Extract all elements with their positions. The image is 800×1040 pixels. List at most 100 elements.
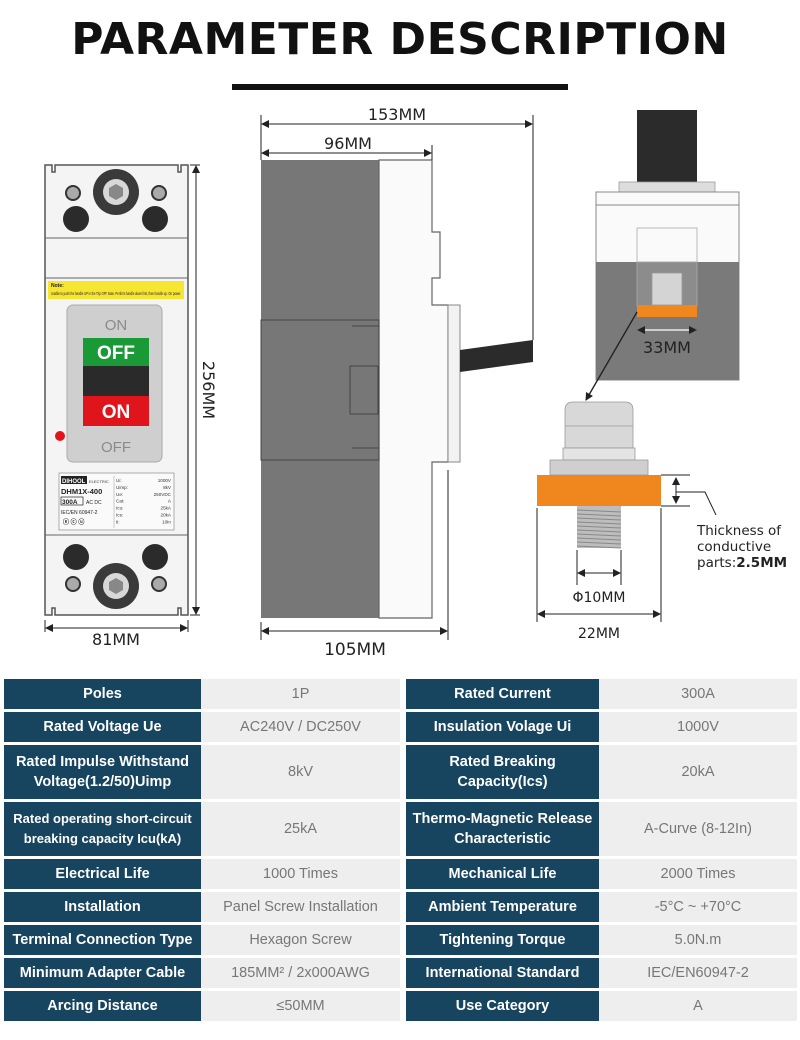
nameplate-value: 20kA (161, 513, 172, 518)
spec-value: -5°C ~ +70°C (599, 892, 797, 922)
thickness-note-line2: conductive (697, 539, 771, 555)
spec-value: 1P (201, 679, 400, 709)
spec-label: Rated Voltage Ue (4, 712, 201, 742)
spec-label: Arcing Distance (4, 991, 201, 1021)
spec-label: Thermo-Magnetic Release Characteristic (406, 802, 599, 856)
rating-text: 300A (62, 499, 78, 506)
width-81-label: 81MM (92, 630, 140, 649)
brand-name: DIHOOL (62, 479, 86, 485)
spec-value: 185MM² / 2x000AWG (201, 958, 400, 988)
spec-label: Minimum Adapter Cable (4, 958, 201, 988)
spec-gap (400, 859, 406, 889)
spec-gap (400, 712, 406, 742)
width-22-label: 22MM (578, 626, 620, 642)
depth-96-label: 96MM (324, 134, 372, 153)
spec-label: Use Category (406, 991, 599, 1021)
nameplate-label: Ics: (116, 513, 123, 518)
thread-line (576, 517, 622, 521)
spec-label: Mechanical Life (406, 859, 599, 889)
spec-label: Electrical Life (4, 859, 201, 889)
spec-value: 300A (599, 679, 797, 709)
nameplate-labels: Ui:Uimp:Ue:Cat:Icu:Ics:Ii: (116, 478, 128, 524)
nameplate-value: 25kA (161, 506, 172, 511)
spec-label: Poles (4, 679, 201, 709)
spec-value: A-Curve (8-12In) (599, 802, 797, 856)
trip-indicator-icon (55, 431, 65, 441)
thread-line (576, 533, 622, 537)
spec-value: 1000 Times (201, 859, 400, 889)
spec-row: Rated operating short-circuit breaking c… (4, 802, 797, 856)
spec-label: Insulation Volage Ui (406, 712, 599, 742)
acdc-text: AC DC (86, 500, 102, 506)
spec-label: Rated operating short-circuit breaking c… (4, 802, 201, 856)
spec-gap (400, 802, 406, 856)
height-256-label: 256MM (199, 361, 218, 419)
nameplate-value: 10In (162, 519, 171, 524)
spec-label: International Standard (406, 958, 599, 988)
spec-label: Rated Breaking Capacity(Ics) (406, 745, 599, 799)
thread-line (576, 541, 622, 545)
thread-line (576, 525, 622, 529)
title-underline (232, 84, 568, 90)
nameplate-label: Icu: (116, 506, 123, 511)
spec-value: IEC/EN60947-2 (599, 958, 797, 988)
thread-line (576, 529, 622, 533)
nameplate-value: 1000V (158, 478, 172, 483)
spec-label: Ambient Temperature (406, 892, 599, 922)
note-text: Unable to push the handle UP in the Trip… (51, 291, 181, 296)
spec-gap (400, 679, 406, 709)
breaker-side-view (260, 159, 533, 619)
note-label: Note: (51, 283, 64, 289)
thickness-note-line1: Thickness of (696, 523, 782, 539)
thread-line (576, 537, 622, 541)
brand-sub: ELECTRIC (89, 479, 109, 484)
diameter-10-label: Φ10MM (573, 590, 626, 606)
spec-value: 25kA (201, 802, 400, 856)
spec-value: 8kV (201, 745, 400, 799)
spec-value: A (599, 991, 797, 1021)
hex-screw-icon (93, 563, 139, 609)
spec-value: Panel Screw Installation (201, 892, 400, 922)
spec-gap (400, 958, 406, 988)
hex-screw-icon (93, 169, 139, 215)
spec-label: Rated Impulse Withstand Voltage(1.2/50)U… (4, 745, 201, 799)
dimension-drawing: Note: Unable to push the handle UP in th… (44, 105, 787, 660)
spec-value: 2000 Times (599, 859, 797, 889)
spec-label: Rated Current (406, 679, 599, 709)
spec-label: Tightening Torque (406, 925, 599, 955)
handle-on-red: ON (102, 402, 131, 423)
spec-gap (400, 745, 406, 799)
depth-153-label: 153MM (368, 105, 426, 124)
spec-gap (400, 925, 406, 955)
spec-value: 5.0N.m (599, 925, 797, 955)
spec-gap (400, 991, 406, 1021)
nameplate-label: Cat: (116, 499, 124, 504)
model-text: DHM1X-400 (61, 487, 102, 496)
thread-line (576, 545, 622, 549)
spec-label: Terminal Connection Type (4, 925, 201, 955)
spec-value: ≤50MM (201, 991, 400, 1021)
svg-text:ⓔ ⓒ ⓤ: ⓔ ⓒ ⓤ (63, 518, 84, 526)
terminal-detail: 33MM (595, 110, 740, 381)
breaker-front-view: Note: Unable to push the handle UP in th… (44, 164, 189, 616)
handle-off-bottom: OFF (101, 439, 131, 456)
nameplate-label: Ue: (116, 492, 123, 497)
spec-label: Installation (4, 892, 201, 922)
thickness-note-line3: parts:2.5MM (697, 555, 787, 571)
nameplate-value: A (168, 499, 172, 504)
nameplate-value: 250VDC (154, 492, 172, 497)
spec-gap (400, 892, 406, 922)
spec-value: 1000V (599, 712, 797, 742)
nameplate-value: 8kV (163, 485, 172, 490)
spec-value: Hexagon Screw (201, 925, 400, 955)
nameplate-label: Ii: (116, 519, 120, 524)
handle-off-green: OFF (97, 343, 135, 364)
